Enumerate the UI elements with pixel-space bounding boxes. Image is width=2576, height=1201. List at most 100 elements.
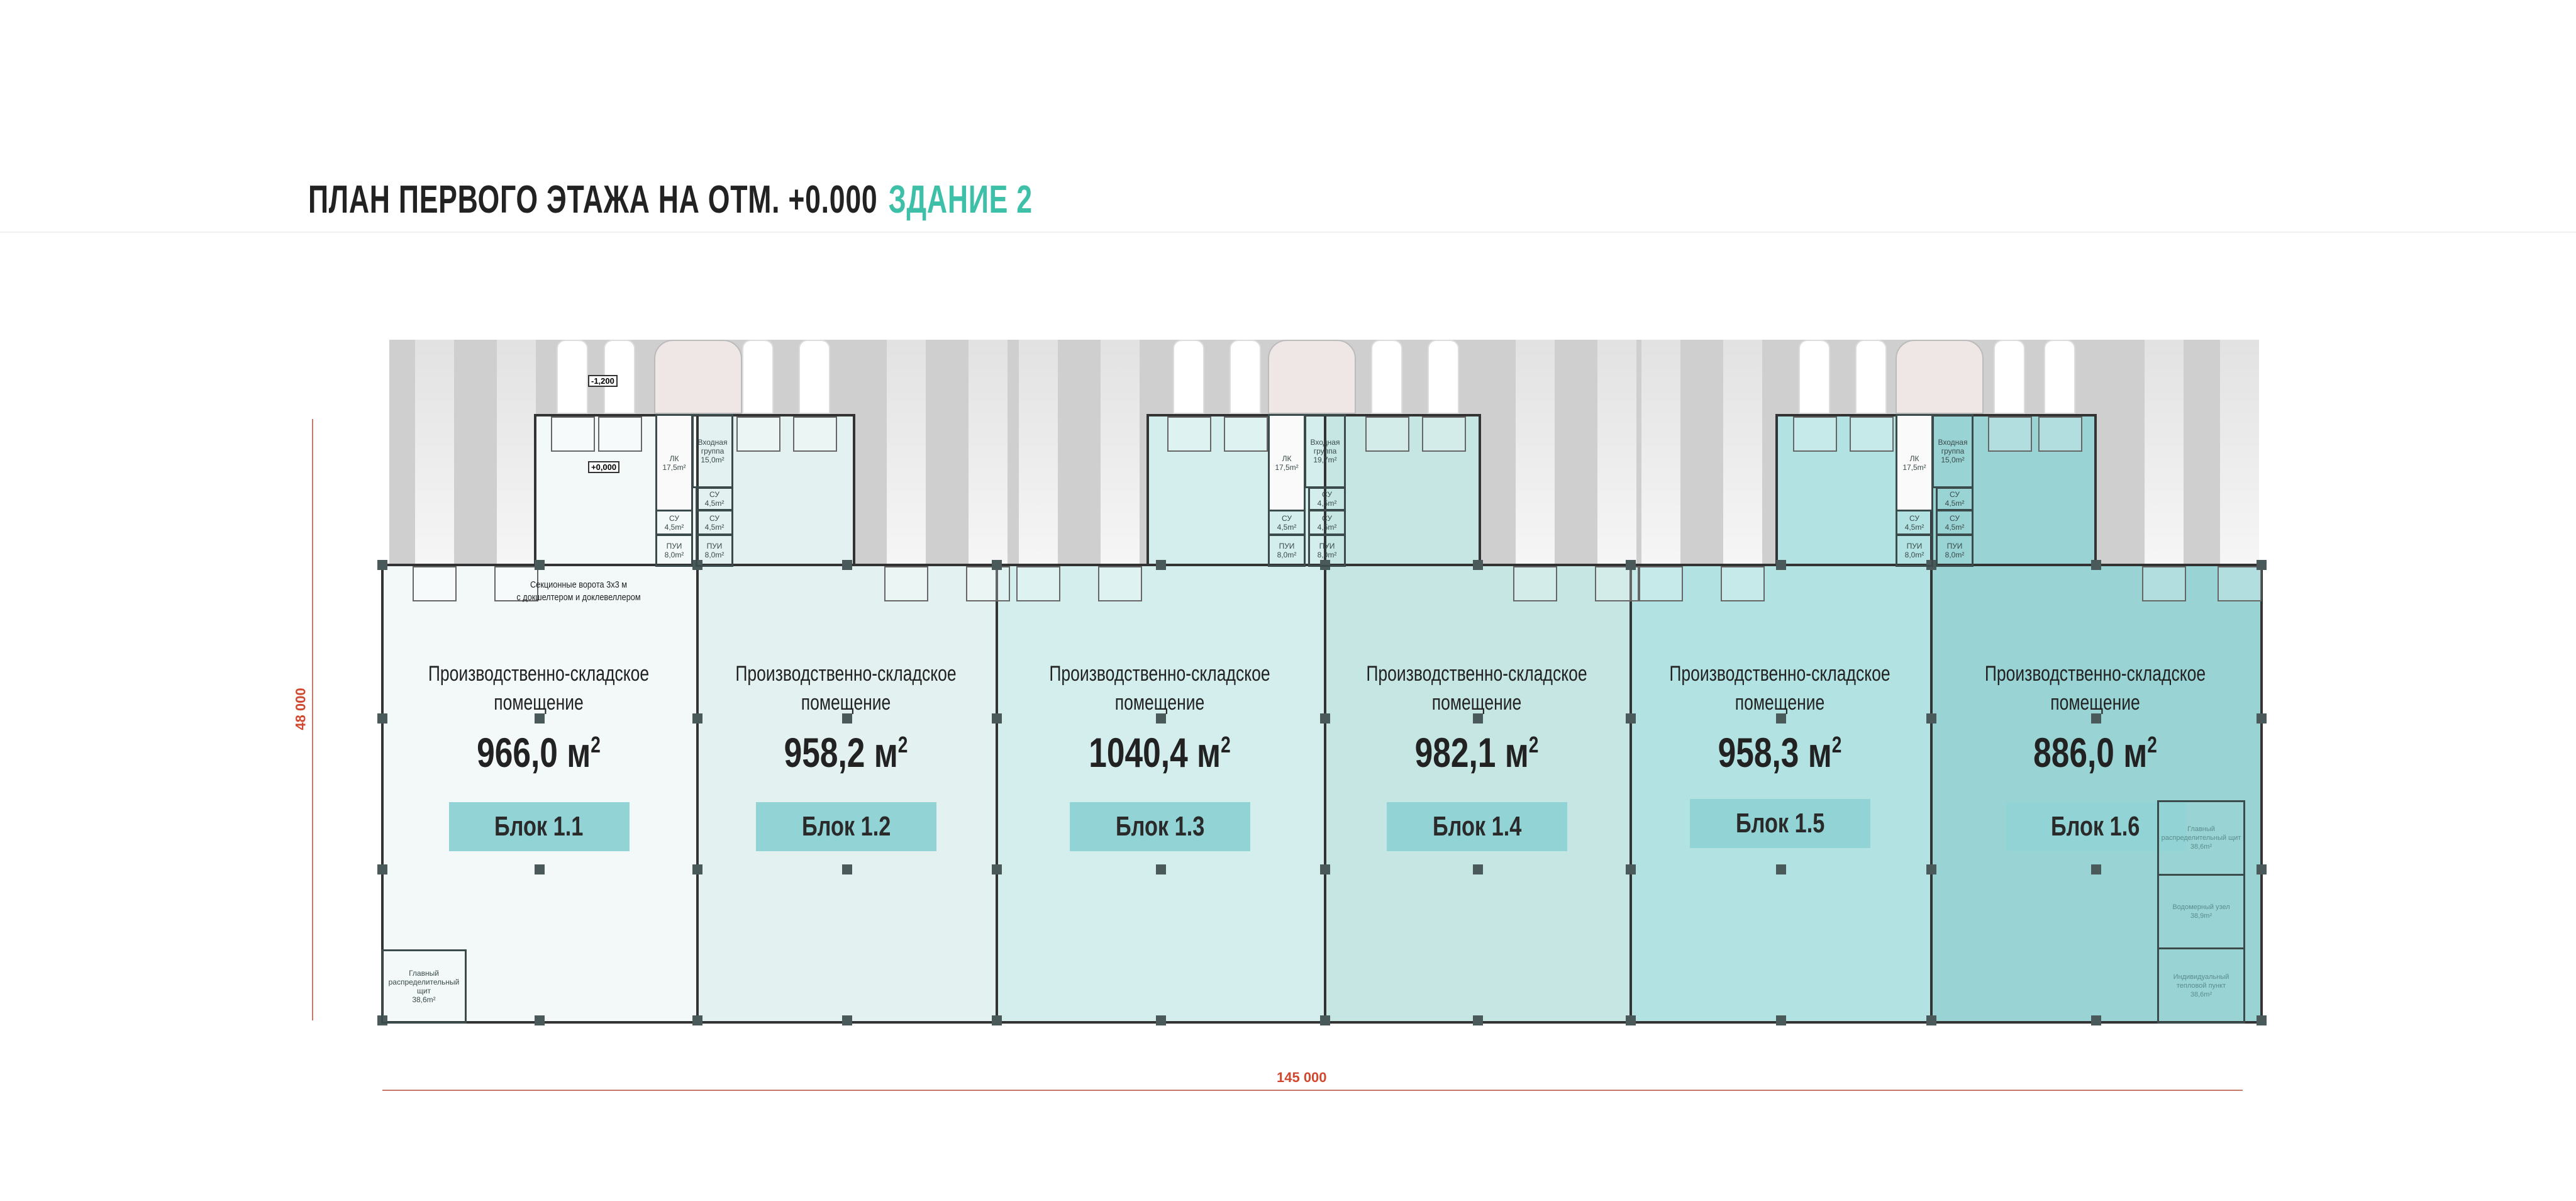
width-dimension: 145 000 (1277, 1070, 1327, 1085)
structural-column (377, 713, 387, 723)
structural-column (1473, 864, 1483, 874)
structural-column (535, 864, 545, 874)
area-value: 982,1 м (1414, 729, 1529, 776)
block-label[interactable]: Блок 1.5 (1690, 799, 1870, 848)
structural-column (2091, 864, 2101, 874)
block-label[interactable]: Блок 1.6 (2005, 802, 2186, 851)
room-main-switchboard-1: Главный распределительный щит 38,6m² (381, 949, 467, 1024)
block-label[interactable]: Блок 1.4 (1387, 802, 1567, 851)
room-area: 38,9m² (2190, 912, 2212, 920)
structural-column (1156, 560, 1166, 570)
block-label[interactable]: Блок 1.2 (756, 802, 936, 851)
room-name: СУ (1950, 490, 1960, 499)
room-name: ПУИ (706, 542, 723, 550)
block-annex (1930, 414, 2097, 567)
room-name: СУ (669, 513, 679, 523)
room-area: 4,5m² (1945, 499, 1965, 508)
dock-gate (1850, 416, 1894, 452)
room-area: 8,0m² (704, 550, 724, 559)
area-unit: 2 (897, 732, 908, 757)
structural-column (692, 713, 702, 723)
gate-note: Секционные ворота 3х3 м с докшелтером и … (509, 579, 648, 604)
room-name-2: помещение (2050, 691, 2140, 715)
truck-lane (1597, 340, 1636, 566)
gate-note-line1: Секционные ворота 3х3 м (530, 579, 628, 590)
header-divider (0, 232, 2576, 233)
area-value: 966,0 м (477, 729, 591, 776)
room-area: 38,6m² (2190, 990, 2212, 998)
room-area: 38,6m² (2190, 843, 2212, 851)
dock-gate (1016, 566, 1060, 601)
room-area: 8,0m² (1317, 550, 1337, 559)
room-name: СУ (1322, 513, 1332, 523)
structural-column (2257, 864, 2267, 874)
room-area: 4,5m² (704, 522, 724, 532)
dock-gate (1595, 566, 1639, 601)
room-name: ПУИ (1279, 542, 1295, 550)
truck-bay (557, 340, 588, 414)
room-area: 4,5m² (1317, 522, 1337, 532)
room-name: ЛК (1282, 454, 1292, 463)
area-value: 958,2 м (784, 729, 898, 776)
block-label-text: Блок 1.4 (1432, 811, 1522, 842)
room-name: Производственно-складское (1049, 662, 1270, 686)
structural-column (1776, 864, 1786, 874)
room-name: Производственно-складское (1669, 662, 1890, 686)
truck-bay (799, 340, 830, 414)
room-area: 958,3 м2 (1663, 729, 1897, 776)
dock-gate (793, 416, 837, 452)
room-area: 8,0m² (664, 550, 684, 559)
room-area: 8,0m² (1945, 550, 1965, 559)
room-name-2: помещение (494, 691, 584, 715)
structural-column (377, 864, 387, 874)
room-area: 966,0 м2 (416, 729, 662, 776)
depth-dimension-line (312, 419, 313, 1020)
room-name: СУ (1282, 513, 1292, 523)
truck-bay (1994, 340, 2025, 414)
block-label[interactable]: Блок 1.1 (448, 802, 630, 851)
structural-column (842, 1015, 852, 1025)
room-heat-point: Индивидуальный тепловой пункт 38,6m² (2157, 947, 2245, 1024)
structural-column (1473, 713, 1483, 723)
room-name: ПУИ (1946, 542, 1963, 550)
truck-lane (1516, 340, 1555, 566)
room-name-2: помещение (1114, 691, 1205, 715)
room-area: 17,5m² (1275, 462, 1299, 472)
area-value: 958,3 м (1718, 729, 1832, 776)
room-name: Производственно-складское (735, 662, 957, 686)
block-2 (696, 564, 998, 1024)
truck-bay (1230, 340, 1261, 414)
dock-gate (1422, 416, 1466, 452)
structural-column (1926, 713, 1936, 723)
dock-gate (1513, 566, 1557, 601)
dock-gate (494, 566, 538, 601)
room-name: ПУИ (1906, 542, 1923, 550)
block-label-text: Блок 1.2 (801, 811, 891, 842)
structural-column (992, 864, 1002, 874)
dock-gate (2038, 416, 2082, 452)
room-area: 38,6m² (412, 995, 436, 1004)
structural-column (842, 713, 852, 723)
structural-column (535, 713, 545, 723)
structural-column (2091, 713, 2101, 723)
structural-column (535, 1015, 545, 1025)
structural-column (992, 713, 1002, 723)
block-6 (1930, 564, 2263, 1024)
room-area: 958,2 м2 (729, 729, 962, 776)
truck-lane (497, 340, 536, 566)
block-label[interactable]: Блок 1.3 (1070, 802, 1250, 851)
block-5 (1629, 564, 1933, 1024)
structural-column (842, 560, 852, 570)
structural-column (1626, 864, 1636, 874)
block-label-text: Блок 1.5 (1735, 808, 1825, 839)
structural-column (1626, 713, 1636, 723)
room-area: 886,0 м2 (1967, 729, 2224, 776)
structural-column (1776, 713, 1786, 723)
